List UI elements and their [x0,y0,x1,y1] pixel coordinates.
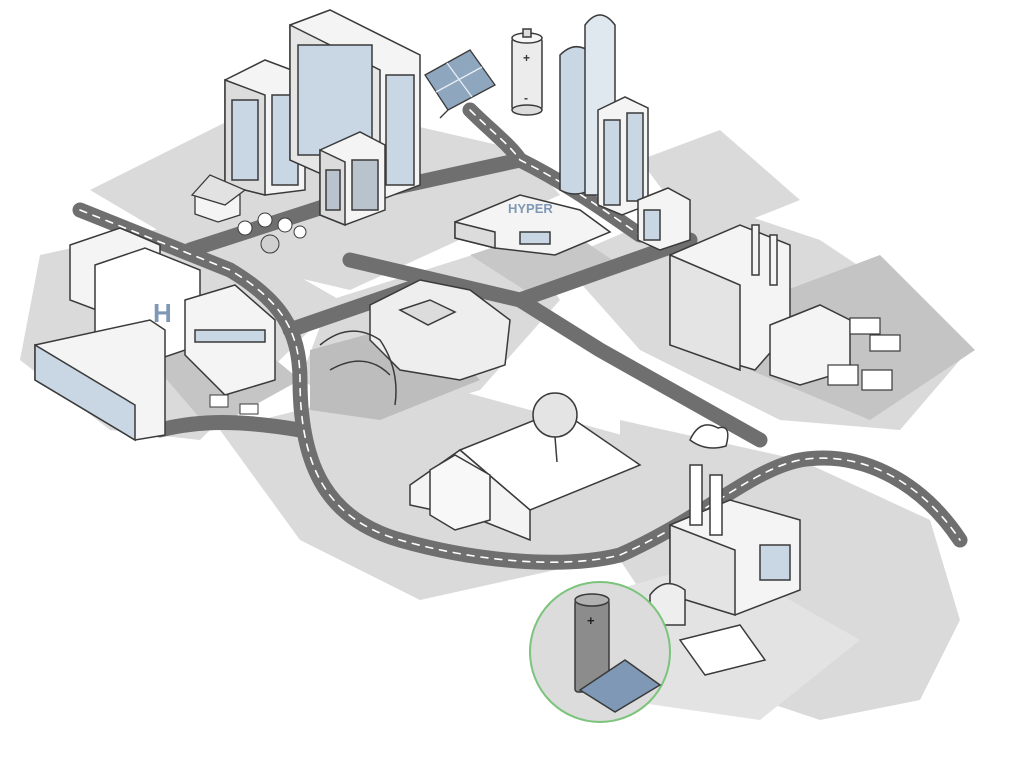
glass-tower [597,96,649,216]
ambulance-vehicles [209,394,259,415]
stadium-building [319,279,511,406]
inset-battery-plus: + [587,613,595,628]
office-tower-left [224,59,306,196]
delivery-trucks [827,317,901,391]
battery-plus-label: + [523,51,530,65]
battery-storage-top [511,28,543,116]
villa-garden [409,392,642,542]
battery-minus-label: - [524,91,528,105]
small-house-left [190,174,247,223]
supermarket-building [454,194,612,256]
apartment-block [319,131,386,227]
power-plant [649,424,801,676]
small-office-right [637,187,691,251]
supermarket-sign: HYPER [508,201,553,216]
office-tower-tall [289,9,421,202]
park-trees [237,212,307,254]
storage-inset [529,581,671,723]
hospital-building [34,227,276,442]
solar-panel-top [424,49,496,119]
hospital-sign: H [153,298,172,328]
